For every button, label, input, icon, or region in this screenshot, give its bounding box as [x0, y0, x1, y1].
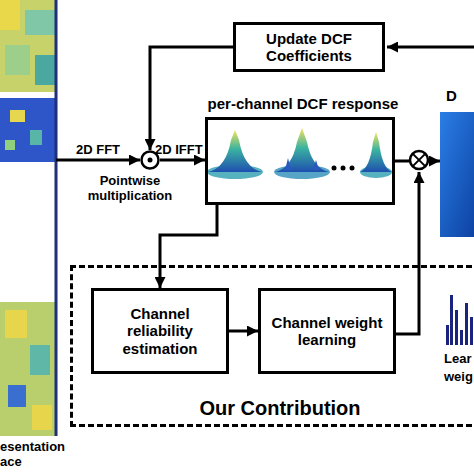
flow-arrow — [150, 47, 233, 150]
update-wire — [387, 46, 474, 49]
process-box: Channel weight learning — [258, 288, 396, 374]
feature-maps — [0, 0, 56, 436]
response-box: per-channel DCF response — [205, 117, 395, 205]
weight-wire — [396, 172, 419, 334]
node-text: Pointwise multiplication — [70, 174, 190, 204]
weight-bars — [446, 295, 473, 345]
node-text: Channel weight learning — [269, 314, 385, 349]
node-text: Update DCF Coefficients — [244, 30, 374, 65]
node-text: Channel reliability estimation — [102, 305, 218, 357]
edge-label: 2D IFFT — [155, 143, 203, 158]
node-text: D — [446, 87, 457, 104]
node-text: esentation ace — [0, 440, 70, 470]
flow-arrow — [229, 330, 258, 333]
edge-label: 2D FFT — [76, 143, 120, 158]
axis-label: weig — [444, 370, 473, 385]
flow-arrow — [160, 205, 217, 288]
output-panel: D — [440, 112, 474, 237]
contribution-group: Channel reliability estimation Channel we… — [70, 265, 474, 427]
flow-arrow — [56, 159, 140, 162]
process-box: Channel reliability estimation — [91, 288, 229, 374]
dcf-surfaces — [207, 128, 392, 179]
center-dot — [148, 158, 153, 163]
process-box: Update DCF Coefficients — [233, 22, 385, 72]
flow-arrow — [160, 159, 205, 162]
multiply-symbol — [410, 151, 428, 169]
node-text: per-channel DCF response — [198, 95, 408, 112]
node-text: Our Contribution — [73, 397, 474, 420]
response-map — [440, 112, 474, 237]
feature-panel: esentation ace — [0, 0, 56, 436]
axis-label: Lear — [444, 352, 471, 367]
